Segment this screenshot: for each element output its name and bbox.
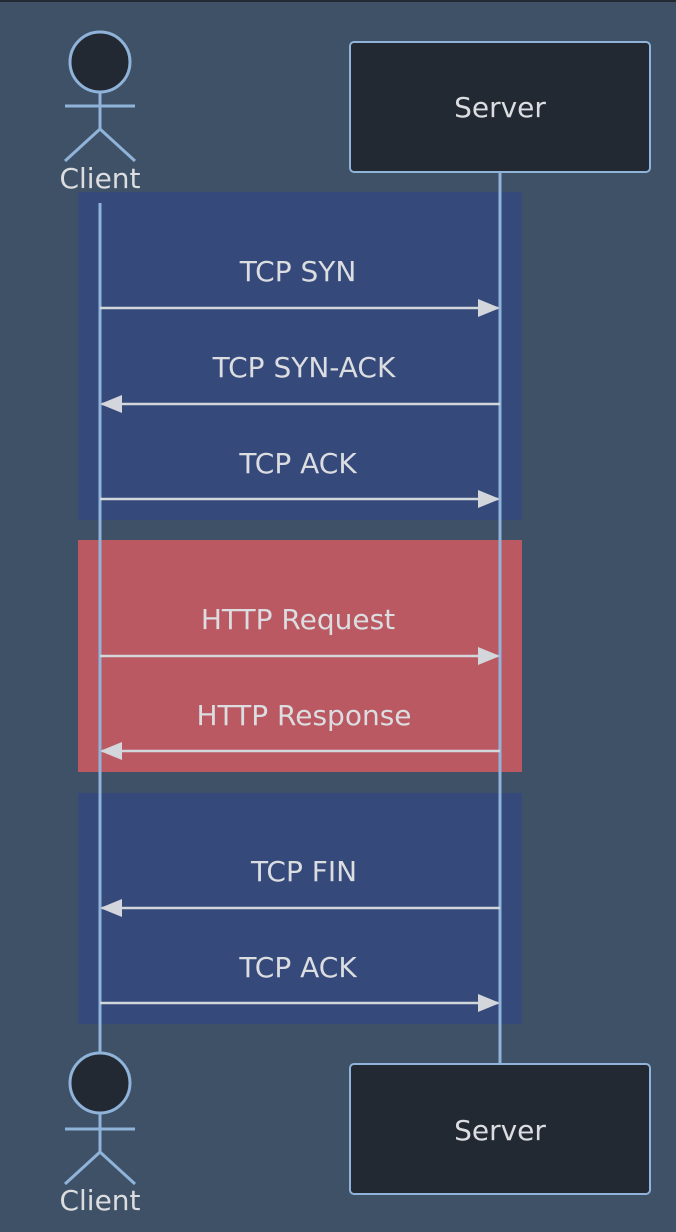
message-syn: TCP SYN — [100, 255, 500, 317]
server-box-top: Server — [349, 41, 651, 173]
message-label: HTTP Response — [196, 699, 411, 732]
client-actor-bottom: Client — [59, 1051, 141, 1217]
client-label-top: Client — [59, 162, 140, 195]
message-fin: TCP FIN — [100, 855, 500, 917]
actor-head-icon — [68, 30, 132, 94]
message-http-response: HTTP Response — [100, 699, 500, 760]
message-label: TCP SYN-ACK — [212, 351, 396, 384]
message-http-request: HTTP Request — [100, 603, 500, 665]
message-label: TCP FIN — [250, 855, 357, 888]
block-tcp-handshake — [78, 192, 522, 520]
message-ack-2: TCP ACK — [100, 951, 500, 1012]
message-label: TCP ACK — [238, 447, 357, 480]
message-syn-ack: TCP SYN-ACK — [100, 351, 500, 413]
message-label: HTTP Request — [201, 603, 395, 636]
message-label: TCP SYN — [239, 255, 357, 288]
server-label-bottom: Server — [454, 1114, 546, 1147]
server-label-top: Server — [454, 91, 546, 124]
message-label: TCP ACK — [238, 951, 357, 984]
message-ack-1: TCP ACK — [100, 447, 500, 508]
server-box-bottom: Server — [349, 1063, 651, 1195]
actor-head-icon — [68, 1051, 132, 1115]
client-label-bottom: Client — [59, 1184, 140, 1217]
client-actor-top: Client — [59, 30, 141, 195]
